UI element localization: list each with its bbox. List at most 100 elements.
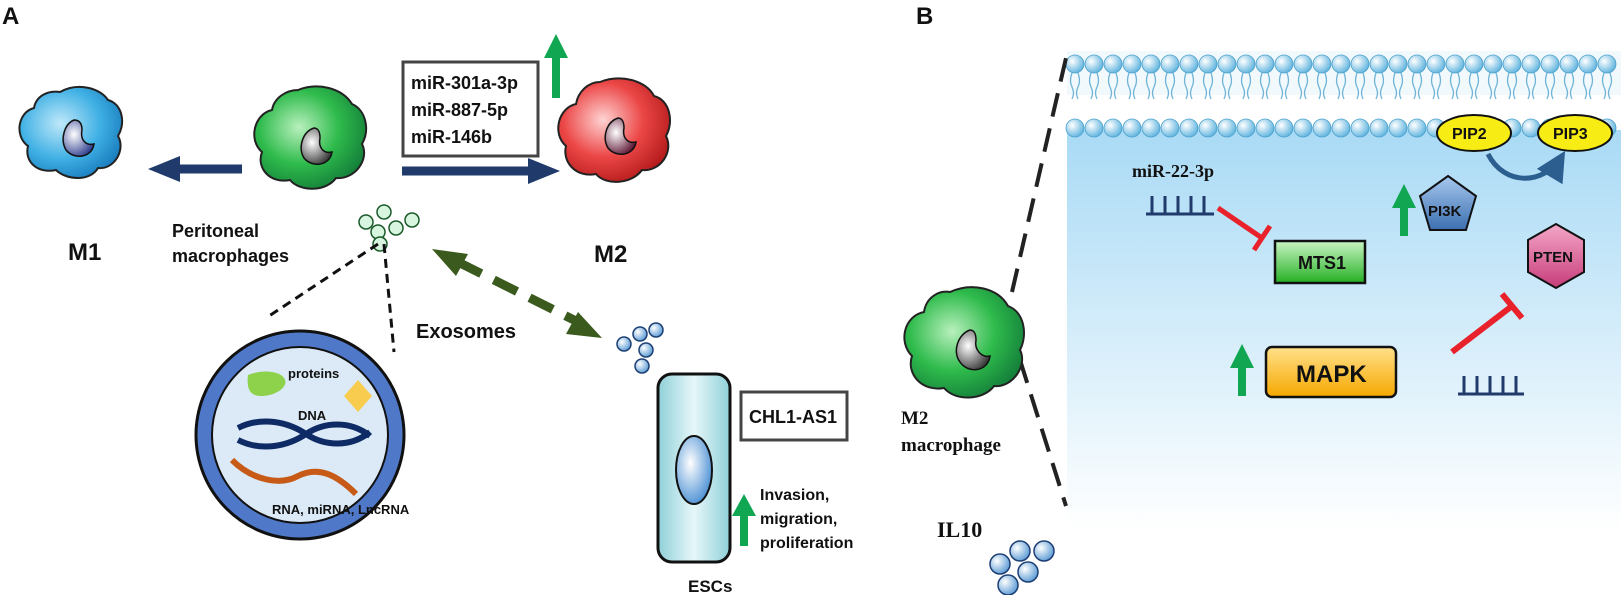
pten-inhibition [1450,292,1525,355]
lipid-tail [1392,72,1404,100]
pip2-to-pip3-arrow [1485,150,1566,185]
lipid-tail [1506,72,1518,100]
lipid-head [1217,118,1237,138]
mir22-glyph [1146,196,1214,216]
lipid-head [1350,54,1370,74]
lipid-tail [1183,72,1195,100]
pten-node: PTEN [1527,222,1585,290]
effect-migration: migration, [760,511,837,528]
lipid-head [1179,118,1199,138]
lipid-tail [1164,72,1176,100]
pip3-node: PIP3 [1537,114,1613,152]
lipid-head [1255,118,1275,138]
rna-strand [229,457,359,497]
lipid-head [1312,118,1332,138]
lipid-tail [1335,72,1347,100]
lipid-head [1122,118,1142,138]
lipid-head [1502,54,1522,74]
chl1-box: CHL1-AS1 [739,390,849,442]
escs-label: ESCs [688,577,732,595]
lipid-head [1274,54,1294,74]
lipid-head [1464,54,1484,74]
m2-macrophage-label-2: macrophage [901,435,1001,456]
lipid-head [1597,54,1617,74]
arrow-to-m2 [402,158,560,184]
lipid-tail [1373,72,1385,100]
il10-label: IL10 [937,517,982,542]
lipid-head [1198,54,1218,74]
rna-label: RNA, miRNA, LncRNA [272,502,410,517]
il10-vesicles [989,540,1055,595]
peritoneal-label-line1: Peritoneal [172,221,259,241]
lipid-tail [1449,72,1461,100]
lipid-head [1179,54,1199,74]
effect-invasion: Invasion, [760,487,829,504]
exosome-transfer-arrow [432,249,602,338]
lipid-head [1331,118,1351,138]
esc-cell [656,372,732,564]
lipid-head [1407,54,1427,74]
lipid-head [1540,54,1560,74]
lipid-head [1369,54,1389,74]
pi3k-node: PI3K [1418,174,1478,231]
lipid-tail [1468,72,1480,100]
lipid-head [1236,118,1256,138]
arrow-to-m1 [148,156,242,182]
panel-b-letter: B [916,3,933,30]
lipid-tail [1126,72,1138,100]
pip2-label: PIP2 [1452,126,1487,143]
lipid-tail [1544,72,1556,100]
protein-shape [247,371,286,396]
m1-label: M1 [68,239,101,266]
mirna-301a: miR-301a-3p [411,73,518,93]
lipid-head [1141,54,1161,74]
pip3-label: PIP3 [1553,126,1588,143]
dna-label: DNA [298,408,327,423]
lipid-head [1521,54,1541,74]
lipid-tail [1411,72,1423,100]
lipid-head [1578,54,1598,74]
lipid-head [1350,118,1370,138]
mapk-box: MAPK [1264,345,1398,399]
lipid-tail [1107,72,1119,100]
m1-macrophage [18,85,124,179]
exosome-detail: proteins DNA RNA, miRNA, LncRNA [194,329,410,541]
lipid-tail [1221,72,1233,100]
lipid-head [1426,54,1446,74]
lipid-head [1312,54,1332,74]
m2-macrophage-label-1: M2 [901,408,928,429]
protein-diamond [344,380,372,412]
lipid-tail [1354,72,1366,100]
lipid-head [1293,118,1313,138]
lipid-head [1141,118,1161,138]
lipid-tail [1316,72,1328,100]
mirna-glyph-2 [1458,376,1524,396]
lipid-head [1274,118,1294,138]
pten-label: PTEN [1533,249,1573,266]
dna-strand-2 [236,421,372,450]
lipid-head [1236,54,1256,74]
lipid-tail [1563,72,1575,100]
lipid-tail [1525,72,1537,100]
lipid-head [1331,54,1351,74]
cytoplasm [1067,130,1621,530]
pip2-node: PIP2 [1436,114,1512,152]
m2-macrophage-b [903,286,1025,399]
lipid-tail [1069,72,1081,100]
mapk-label: MAPK [1296,361,1367,388]
lipid-head [1084,54,1104,74]
lipid-head [1103,54,1123,74]
exosomes-label: Exosomes [416,321,516,343]
up-arrow-pi3k [1392,184,1416,236]
lipid-head [1407,118,1427,138]
lipid-tail [1297,72,1309,100]
panel-a-letter: A [2,3,19,30]
mir22-label: miR-22-3p [1132,161,1214,181]
proteins-label: proteins [288,366,339,381]
lipid-head [1160,118,1180,138]
lipid-head [1293,54,1313,74]
m2-label: M2 [594,241,627,268]
lipid-tail [1601,72,1613,100]
lipid-head [1103,118,1123,138]
